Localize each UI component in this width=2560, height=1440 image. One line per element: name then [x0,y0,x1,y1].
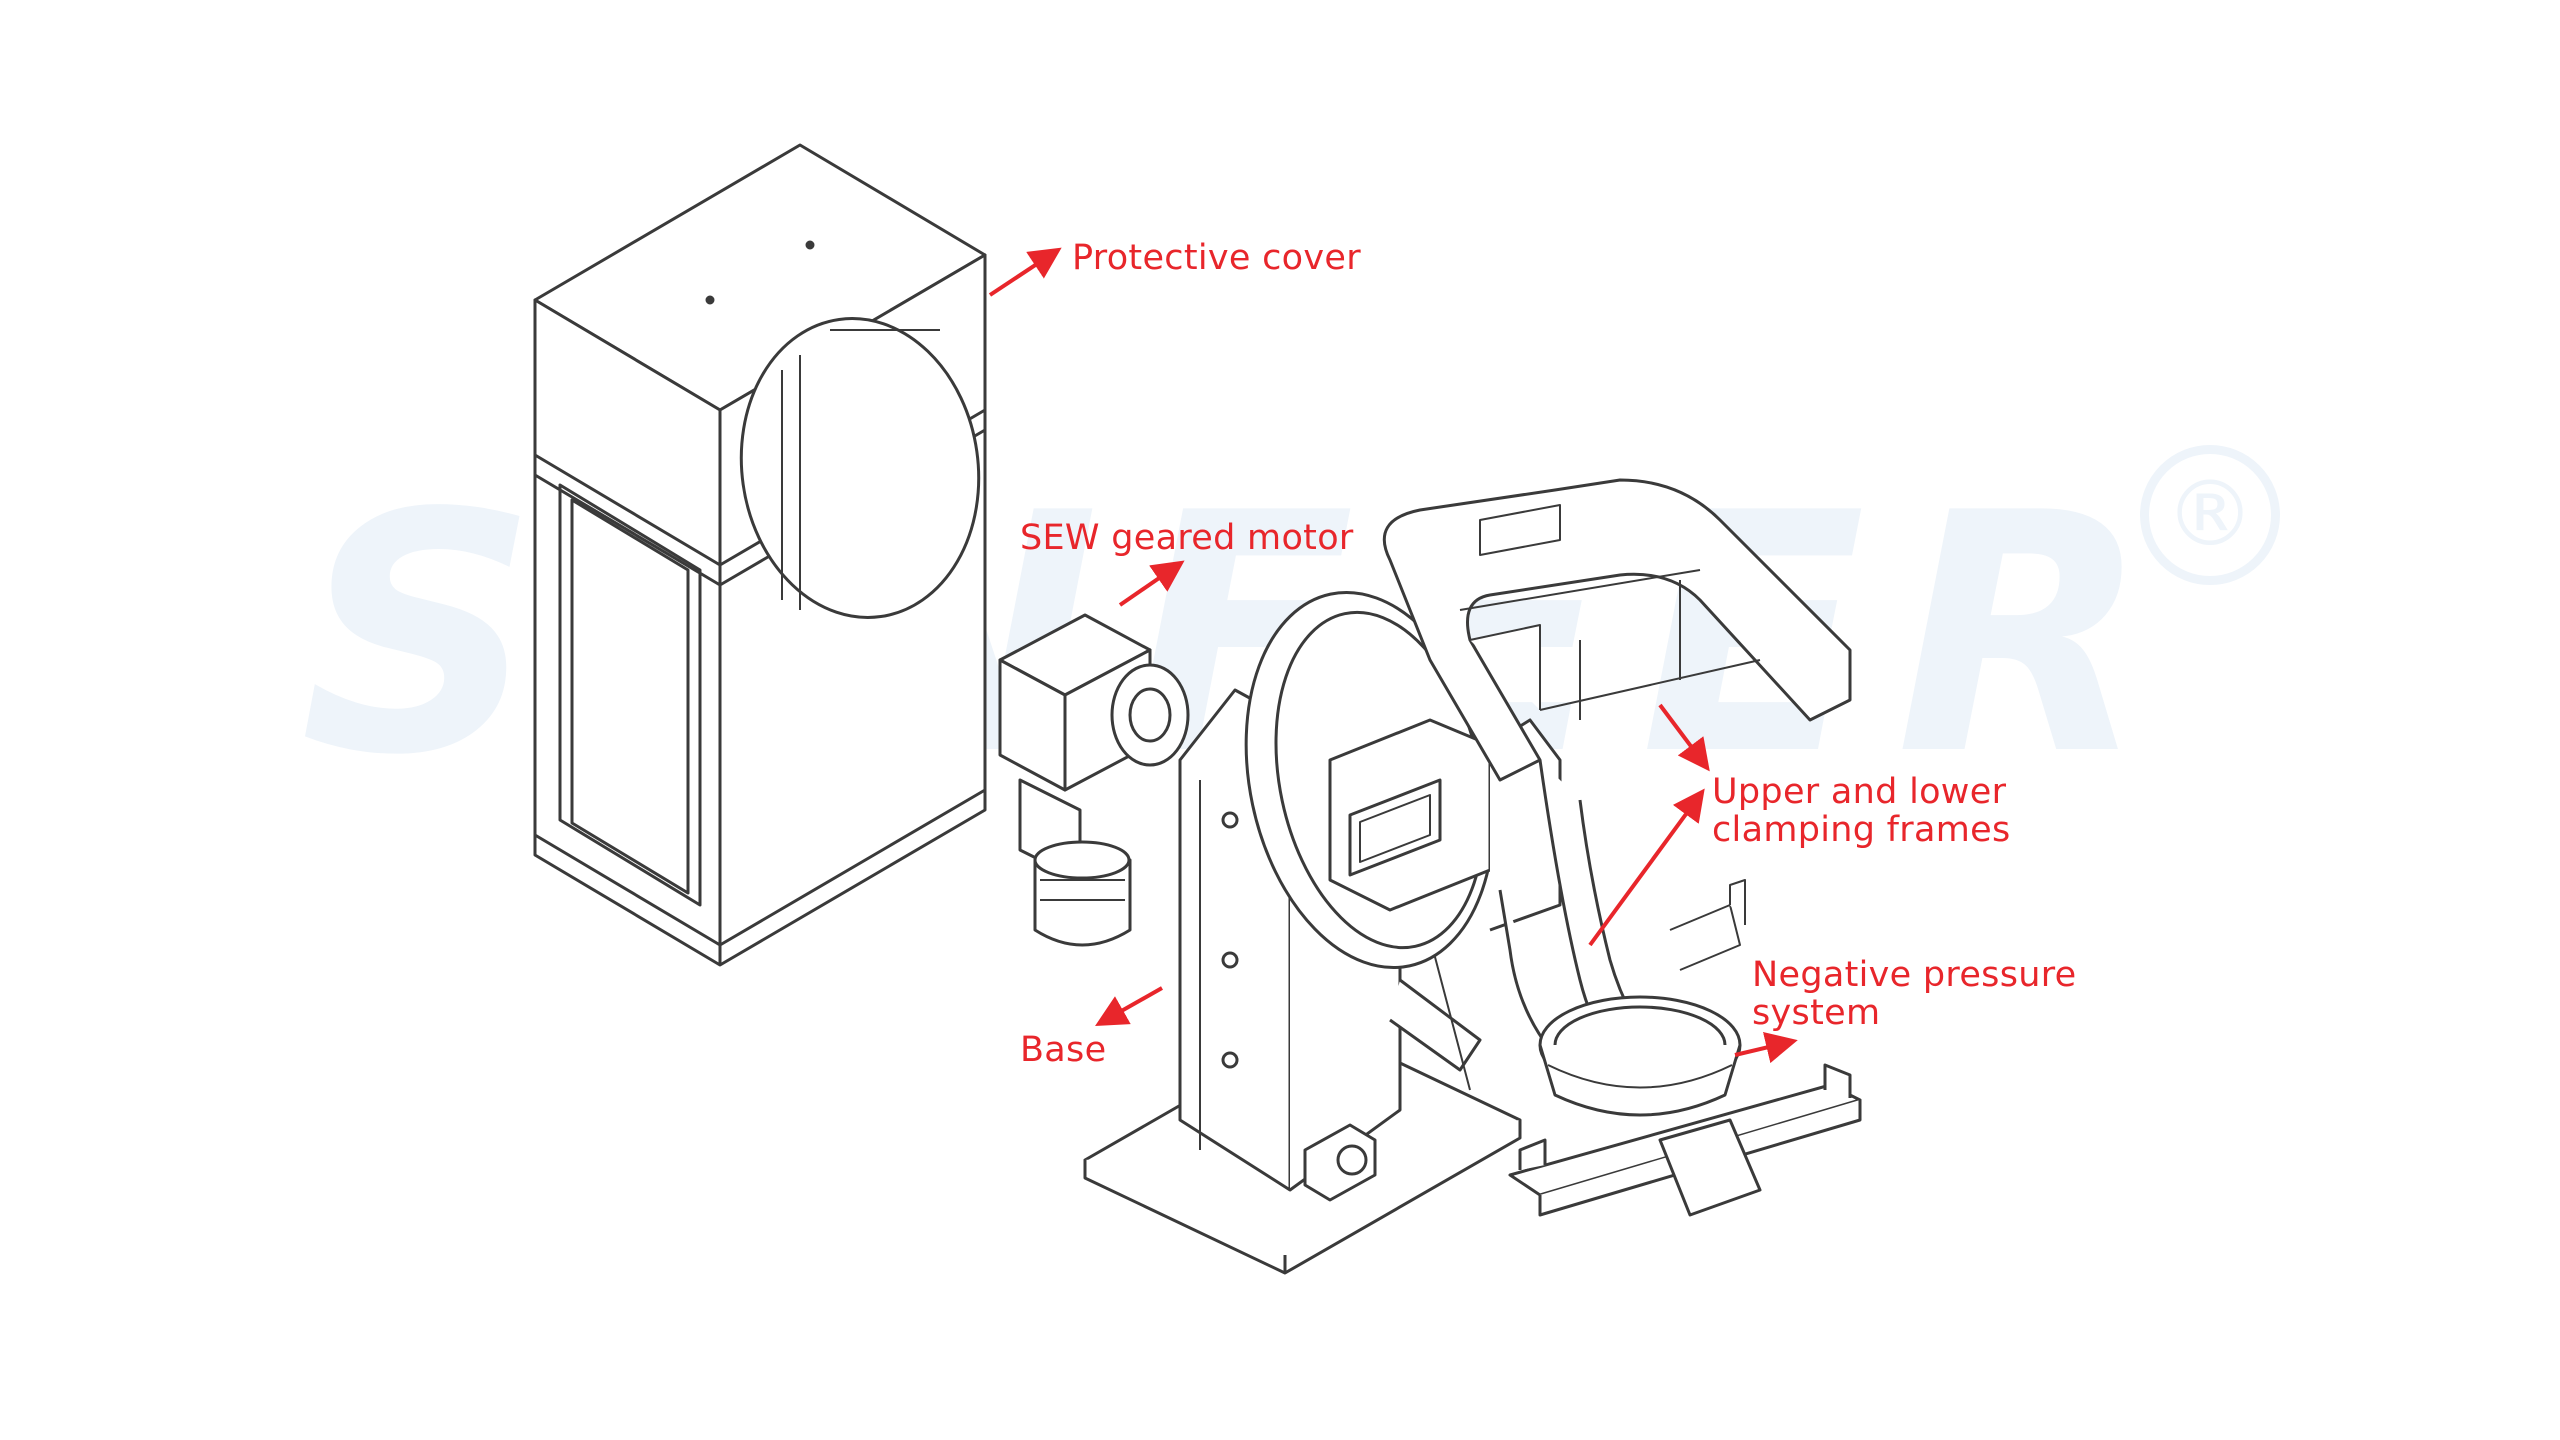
arrow-clamping-frames-lower [1588,788,1705,947]
label-negative-pressure-line2: system [1752,993,1881,1033]
arrow-negative-pressure [1734,1031,1798,1064]
callout-arrows [988,247,1798,1064]
label-base: Base [1020,1030,1107,1070]
label-clamping-frames-line1: Upper and lower [1712,772,2007,812]
arrow-base [1095,986,1163,1026]
arrow-sew-geared-motor [1118,560,1185,607]
label-negative-pressure-line1: Negative pressure [1752,955,2077,995]
registered-mark: ® [2140,445,2280,585]
arrow-protective-cover [988,247,1062,297]
negative-pressure-drawing [1508,879,1862,1217]
label-protective-cover: Protective cover [1072,238,1361,278]
label-clamping-frames-line2: clamping frames [1712,810,2011,850]
clamping-frame-drawing [1382,478,1852,1102]
label-sew-geared-motor: SEW geared motor [1020,518,1354,558]
rotary-positioner-drawing [1244,590,1581,1082]
arrow-clamping-frames-upper [1658,703,1710,772]
sew-geared-motor-drawing [998,613,1190,947]
protective-cover-drawing [533,143,987,967]
